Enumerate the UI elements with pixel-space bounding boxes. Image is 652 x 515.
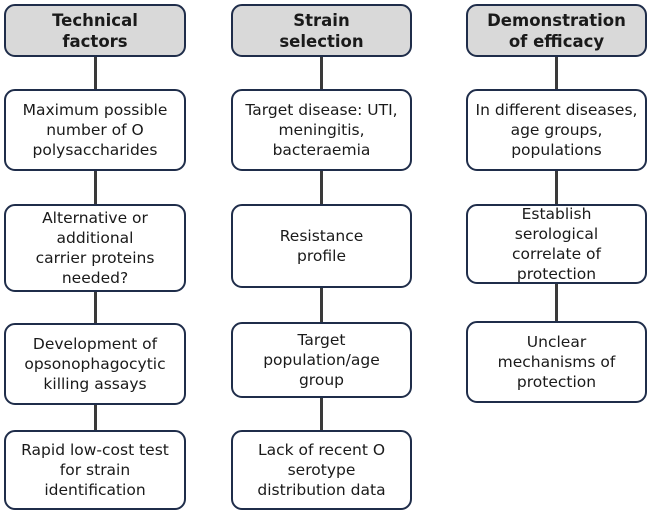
header-strain-selection: Strain selection: [231, 4, 412, 57]
item-carrier-proteins: Alternative or additional carrier protei…: [4, 204, 186, 292]
item-resistance-profile: Resistance profile: [231, 204, 412, 288]
header-demonstration-of-efficacy: Demonstration of efficacy: [466, 4, 647, 57]
item-different-diseases: In different diseases, age groups, popul…: [466, 89, 647, 171]
column-3-connector: [555, 57, 558, 321]
item-rapid-test: Rapid low-cost test for strain identific…: [4, 430, 186, 510]
item-max-o-polysaccharides: Maximum possible number of O polysacchar…: [4, 89, 186, 171]
item-serotype-data: Lack of recent O serotype distribution d…: [231, 430, 412, 510]
item-unclear-mechanisms: Unclear mechanisms of protection: [466, 321, 647, 403]
item-target-population: Target population/age group: [231, 322, 412, 398]
header-technical-factors: Technical factors: [4, 4, 186, 57]
item-target-disease: Target disease: UTI, meningitis, bactera…: [231, 89, 412, 171]
item-opsonophagocytic-assays: Development of opsonophagocytic killing …: [4, 323, 186, 405]
item-serological-correlate: Establish serological correlate of prote…: [466, 204, 647, 284]
